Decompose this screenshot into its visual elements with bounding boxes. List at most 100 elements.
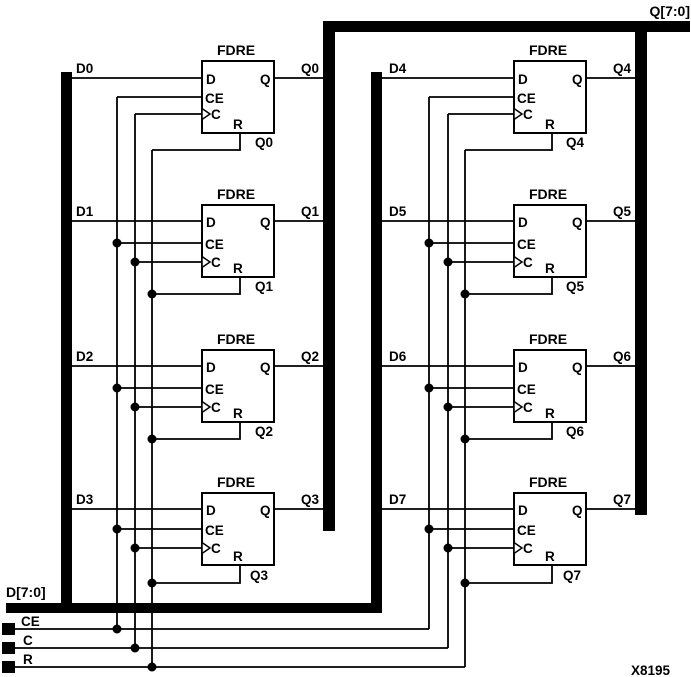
flipflop-cell-2: FDRE D CE C Q R D2 Q2 Q2	[72, 331, 323, 444]
c-junction-dot	[443, 402, 453, 412]
pin-label-q: Q	[260, 360, 271, 375]
pin-label-ce: CE	[205, 237, 224, 252]
pin-label-r: R	[545, 549, 555, 564]
r-junction-dot	[460, 289, 470, 299]
pin-label-ce: CE	[205, 91, 224, 106]
ff-title: FDRE	[529, 331, 567, 347]
pin-label-c: C	[523, 107, 533, 122]
r-junction-dot	[460, 578, 470, 588]
ce-junction-dot	[112, 524, 122, 534]
pin-label-q: Q	[572, 503, 583, 518]
r-input-label: R	[23, 652, 33, 667]
d-bus-bottom-bar	[6, 603, 382, 613]
c-junction-dot	[130, 643, 140, 653]
pin-label-ce: CE	[205, 523, 224, 538]
c-junction-dot	[130, 543, 140, 553]
c-junction-dot	[130, 257, 140, 267]
pin-label-d: D	[518, 215, 528, 230]
pin-label-ce: CE	[517, 237, 536, 252]
r-wire	[465, 565, 553, 584]
pin-label-r: R	[233, 117, 243, 132]
d-bus-label: D[7:0]	[6, 584, 46, 600]
output-net-label: Q4	[613, 61, 632, 76]
input-net-label: D1	[76, 204, 94, 219]
ff-box	[201, 60, 275, 134]
clock-triangle-icon	[513, 400, 524, 414]
pin-label-r: R	[545, 117, 555, 132]
clock-triangle-icon	[201, 541, 212, 555]
ff-box	[513, 492, 587, 566]
input-net-label: D7	[389, 492, 406, 507]
clock-triangle-icon	[513, 107, 524, 121]
pin-label-c: C	[211, 541, 221, 556]
ce-terminal	[2, 623, 15, 635]
d-bus-left-column-bar	[61, 72, 72, 613]
r-net-label: Q2	[255, 424, 273, 439]
r-wire	[465, 422, 553, 440]
flipflop-cell-6: FDRE D CE C Q R D6 Q6 Q6	[382, 331, 635, 444]
ce-junction-dot	[424, 383, 434, 393]
clock-triangle-icon	[513, 541, 524, 555]
flipflop-cell-3: FDRE D CE C Q R D3 Q3 Q3	[72, 474, 323, 588]
pin-label-q: Q	[260, 72, 271, 87]
input-net-label: D2	[76, 349, 93, 364]
r-wire	[152, 277, 241, 295]
r-wire	[465, 277, 553, 295]
control-inputs: CE C R	[2, 97, 466, 673]
r-junction-dot	[147, 578, 157, 588]
r-terminal	[2, 661, 15, 673]
d-bus: D[7:0]	[6, 72, 382, 613]
output-net-label: Q5	[613, 204, 632, 219]
clock-triangle-icon	[201, 400, 212, 414]
output-net-label: Q3	[301, 492, 320, 507]
ff-title: FDRE	[217, 42, 255, 58]
ff-title: FDRE	[529, 474, 567, 490]
pin-label-d: D	[518, 72, 528, 87]
r-net-label: Q1	[255, 279, 274, 294]
ff-title: FDRE	[217, 186, 255, 202]
pin-label-r: R	[233, 261, 243, 276]
pin-label-d: D	[206, 503, 216, 518]
clock-triangle-icon	[201, 107, 212, 121]
pin-label-d: D	[206, 360, 216, 375]
ff-title: FDRE	[217, 331, 255, 347]
pin-label-d: D	[518, 503, 528, 518]
pin-label-ce: CE	[517, 382, 536, 397]
ff-title: FDRE	[529, 42, 567, 58]
r-net-label: Q4	[566, 135, 585, 150]
r-wire	[152, 133, 241, 151]
input-net-label: D0	[76, 61, 93, 76]
input-net-label: D3	[76, 492, 94, 507]
ce-junction-dot	[112, 624, 122, 634]
clock-triangle-icon	[513, 255, 524, 269]
c-terminal	[2, 642, 15, 654]
ce-junction-dot	[424, 524, 434, 534]
pin-label-d: D	[206, 215, 216, 230]
ce-junction-dot	[424, 238, 434, 248]
r-net-label: Q0	[255, 135, 273, 150]
pin-label-ce: CE	[517, 91, 536, 106]
r-wire	[152, 422, 241, 440]
pin-label-q: Q	[572, 72, 583, 87]
flipflop-cell-5: FDRE D CE C Q R D5 Q5 Q5	[382, 186, 635, 299]
r-net-label: Q7	[563, 568, 581, 583]
pin-label-q: Q	[260, 215, 271, 230]
pin-label-r: R	[233, 406, 243, 421]
r-junction-dot	[147, 289, 157, 299]
ff-title: FDRE	[217, 474, 255, 490]
ce-junction-dot	[112, 238, 122, 248]
r-net-label: Q5	[566, 279, 585, 294]
output-net-label: Q6	[613, 349, 632, 364]
c-junction-dot	[443, 257, 453, 267]
r-junction-dot	[460, 434, 470, 444]
ce-junction-dot	[112, 383, 122, 393]
output-net-label: Q7	[613, 492, 631, 507]
pin-label-c: C	[211, 400, 221, 415]
r-net-label: Q3	[250, 568, 269, 583]
input-net-label: D6	[389, 349, 407, 364]
pin-label-ce: CE	[517, 523, 536, 538]
pin-label-r: R	[545, 406, 555, 421]
pin-label-ce: CE	[205, 382, 224, 397]
